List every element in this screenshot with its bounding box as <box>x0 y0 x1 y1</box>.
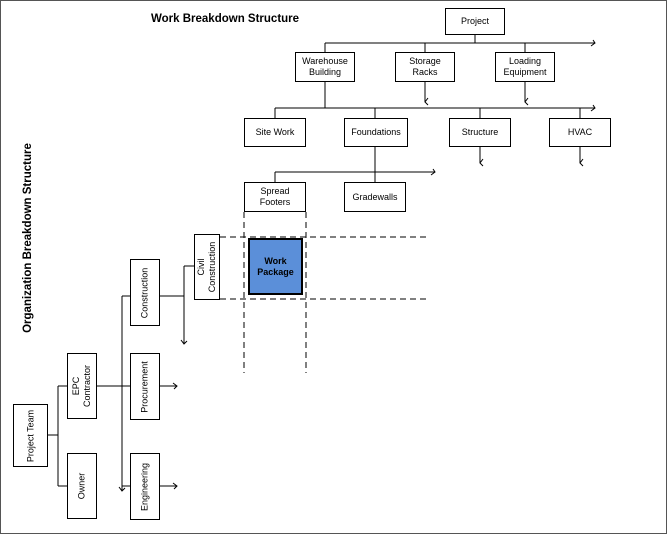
wbs-node-spread-footers-label: Spread Footers <box>259 186 291 207</box>
wbs-node-loading-equipment-label: Loading Equipment <box>503 56 547 77</box>
obs-title: Organization Breakdown Structure <box>22 143 34 333</box>
obs-node-construction: Construction <box>130 259 160 326</box>
obs-node-engineering-label: Engineering <box>139 462 150 511</box>
work-package: Work Package <box>248 238 303 295</box>
obs-node-civil-construction: Civil Construction <box>194 234 220 300</box>
obs-node-construction-label: Construction <box>139 267 150 318</box>
obs-node-procurement-label: Procurement <box>139 360 150 413</box>
wbs-node-warehouse-building: Warehouse Building <box>295 52 355 82</box>
wbs-node-project-label: Project <box>460 16 489 26</box>
wbs-node-gradewalls: Gradewalls <box>344 182 406 212</box>
obs-node-civil-construction-label: Civil Construction <box>196 241 217 293</box>
obs-node-engineering: Engineering <box>130 453 160 520</box>
wbs-node-storage-racks-label: Storage Racks <box>409 56 441 77</box>
obs-node-project-team-label: Project Team <box>25 409 35 462</box>
wbs-node-site-work-label: Site Work <box>255 127 295 137</box>
obs-node-epc-contractor: EPC Contractor <box>67 353 97 419</box>
obs-node-owner-label: Owner <box>76 472 87 500</box>
wbs-node-site-work: Site Work <box>244 118 306 147</box>
wbs-node-loading-equipment: Loading Equipment <box>495 52 555 82</box>
obs-node-project-team: Project Team <box>13 404 48 467</box>
wbs-node-hvac: HVAC <box>549 118 611 147</box>
obs-node-owner: Owner <box>67 453 97 519</box>
wbs-node-project: Project <box>445 8 505 35</box>
wbs-node-warehouse-building-label: Warehouse Building <box>302 56 348 77</box>
wbs-node-hvac-label: HVAC <box>567 127 593 137</box>
wbs-node-gradewalls-label: Gradewalls <box>352 191 398 202</box>
obs-node-procurement: Procurement <box>130 353 160 420</box>
wbs-title: Work Breakdown Structure <box>151 13 300 25</box>
obs-node-epc-contractor-label: EPC Contractor <box>71 364 92 408</box>
wbs-node-spread-footers: Spread Footers <box>244 182 306 212</box>
wbs-node-foundations: Foundations <box>344 118 408 147</box>
wbs-node-storage-racks: Storage Racks <box>395 52 455 82</box>
work-package-label: Work Package <box>257 255 294 277</box>
wbs-node-structure: Structure <box>449 118 511 147</box>
wbs-node-structure-label: Structure <box>461 127 499 137</box>
wbs-node-foundations-label: Foundations <box>351 127 401 137</box>
